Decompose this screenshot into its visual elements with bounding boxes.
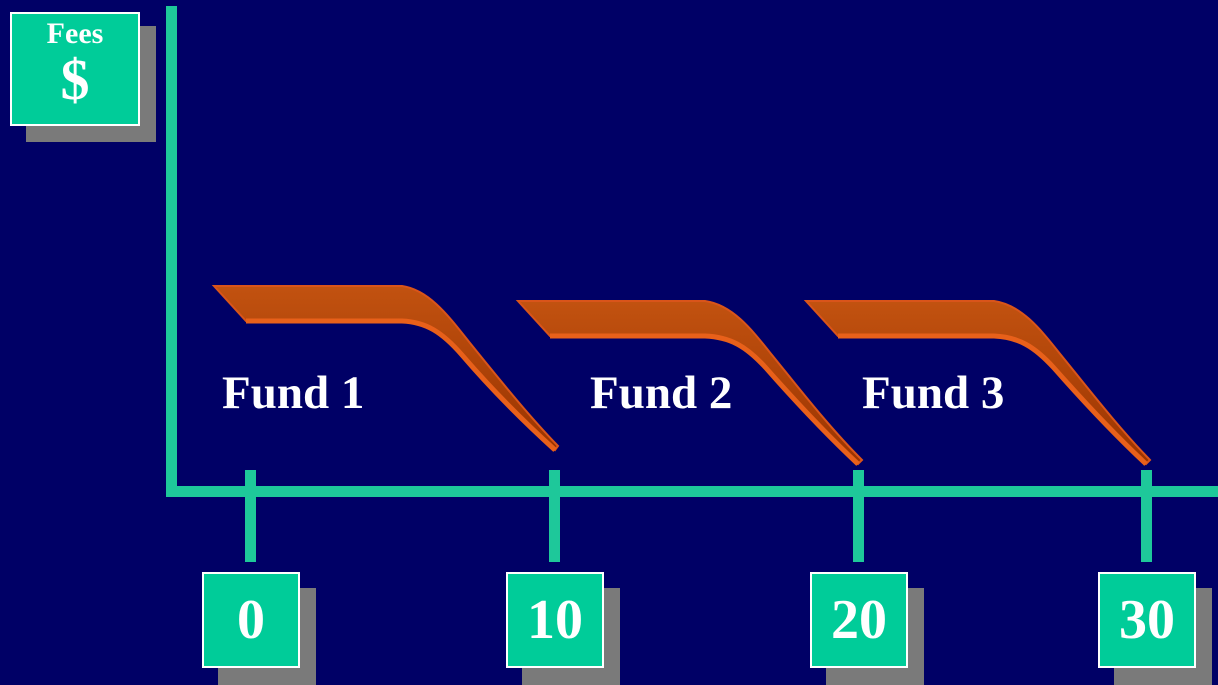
fund-3-curve (803, 300, 1152, 466)
fund-1-curve (211, 285, 560, 452)
fund-2-curve (515, 300, 864, 466)
fees-label: Fees (46, 17, 104, 50)
tick-20 (853, 470, 864, 562)
tick-0 (245, 470, 256, 562)
fund-1-label: Fund 1 (222, 367, 365, 419)
tick-label-10: 10 (506, 572, 604, 668)
tick-label-30: 30 (1098, 572, 1196, 668)
x-axis (166, 486, 1218, 497)
dollar-symbol: $ (60, 47, 90, 112)
tick-10 (549, 470, 560, 562)
fees-box: Fees $ (10, 12, 140, 126)
fund-2-label: Fund 2 (590, 367, 733, 419)
y-axis (166, 6, 177, 497)
fund-3-label: Fund 3 (862, 367, 1005, 419)
tick-30 (1141, 470, 1152, 562)
tick-label-0: 0 (202, 572, 300, 668)
tick-label-20: 20 (810, 572, 908, 668)
